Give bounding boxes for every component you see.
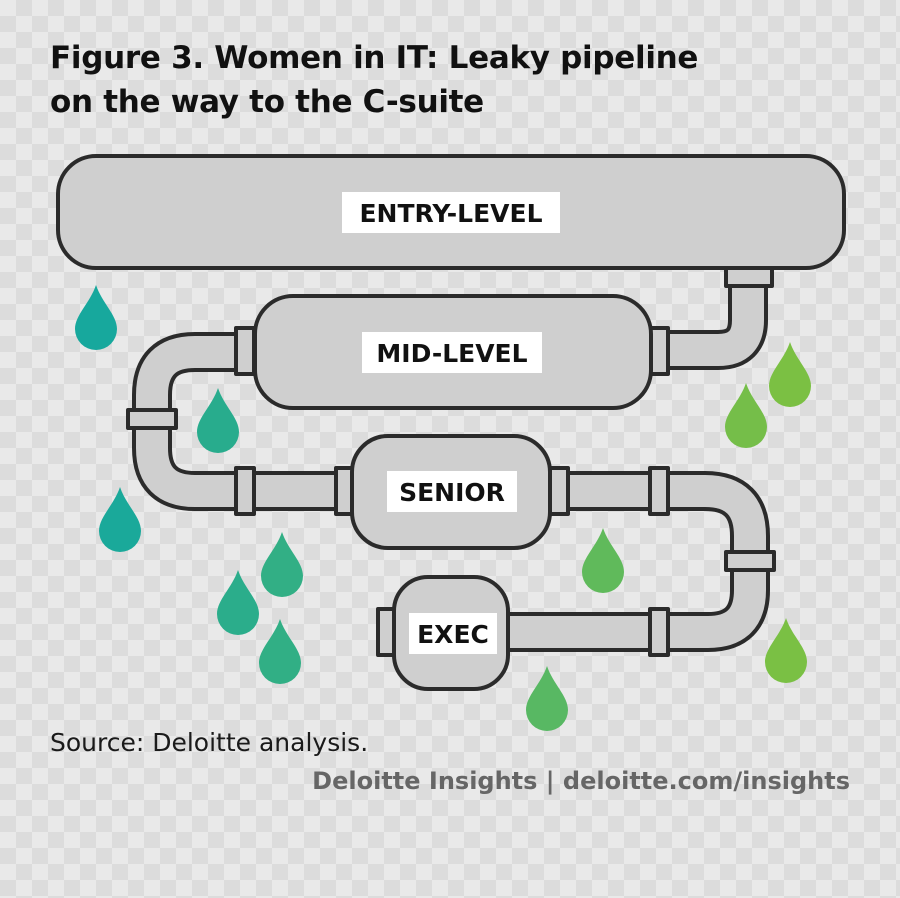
publisher-credit: Deloitte Insights | deloitte.com/insight… [312, 767, 850, 795]
water-drop-icon [75, 285, 117, 350]
water-drop-icon [725, 383, 767, 448]
water-drop-icon [217, 570, 259, 635]
label-mid-level: MID-LEVEL [376, 339, 527, 368]
water-drop-icon [261, 532, 303, 597]
label-entry-level: ENTRY-LEVEL [359, 199, 542, 228]
water-drop-icon [259, 619, 301, 684]
title-line-1: Figure 3. Women in IT: Leaky pipeline [50, 40, 699, 76]
leak-drops [75, 285, 811, 731]
figure-title: Figure 3. Women in IT: Leaky pipeline on… [50, 36, 698, 124]
water-drop-icon [765, 618, 807, 683]
water-drop-icon [197, 388, 239, 453]
pipe-flanges [126, 264, 776, 657]
label-exec: EXEC [417, 620, 489, 649]
title-line-2: on the way to the C-suite [50, 84, 484, 120]
water-drop-icon [769, 342, 811, 407]
label-senior: SENIOR [399, 478, 505, 507]
water-drop-icon [582, 528, 624, 593]
source-note: Source: Deloitte analysis. [50, 728, 369, 757]
water-drop-icon [526, 666, 568, 731]
water-drop-icon [99, 487, 141, 552]
